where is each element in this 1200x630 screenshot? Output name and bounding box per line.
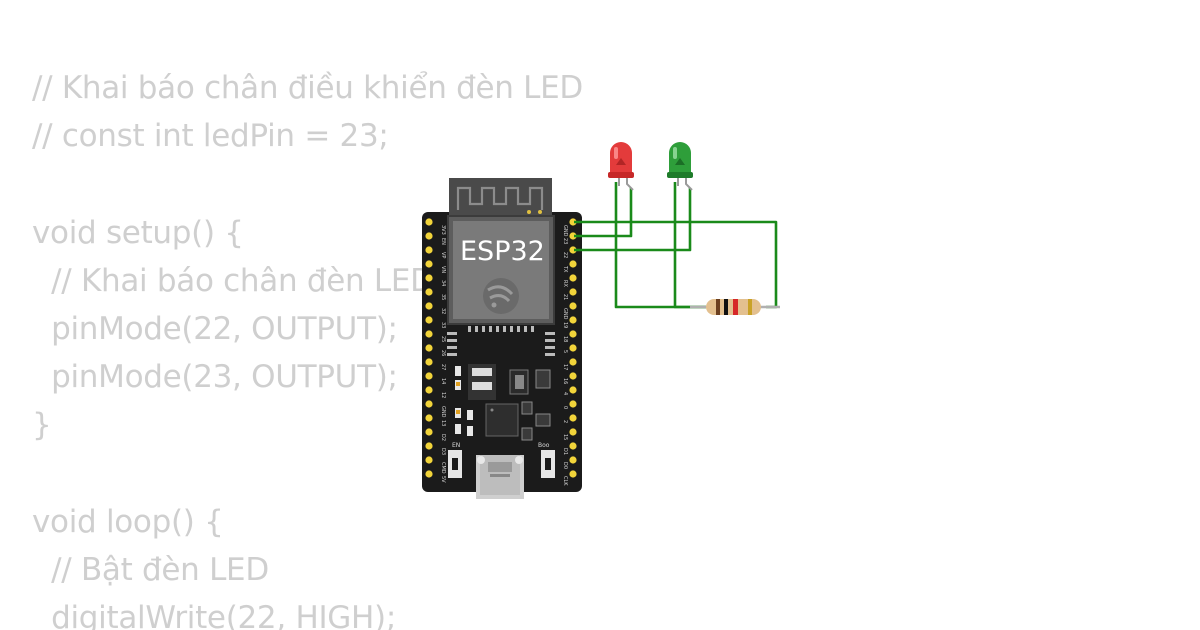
svg-text:D0: D0 bbox=[562, 462, 568, 469]
red-led-icon[interactable] bbox=[608, 142, 634, 191]
svg-text:4: 4 bbox=[562, 392, 568, 395]
code-line-4: void setup() { bbox=[32, 214, 244, 251]
svg-text:GND: GND bbox=[562, 225, 568, 237]
code-line-6: pinMode(22, OUTPUT); bbox=[32, 310, 398, 347]
svg-text:17: 17 bbox=[562, 364, 568, 370]
svg-text:34: 34 bbox=[440, 280, 446, 286]
svg-text:32: 32 bbox=[440, 308, 446, 314]
svg-text:D2: D2 bbox=[440, 434, 446, 441]
svg-text:25: 25 bbox=[440, 336, 446, 342]
svg-text:TX: TX bbox=[562, 265, 568, 273]
resistor-icon[interactable] bbox=[690, 299, 780, 315]
svg-text:D1: D1 bbox=[562, 448, 568, 455]
svg-text:18: 18 bbox=[562, 336, 568, 342]
svg-text:0: 0 bbox=[562, 406, 568, 409]
code-line-10: void loop() { bbox=[32, 503, 224, 540]
svg-text:12: 12 bbox=[440, 392, 446, 398]
svg-text:GND: GND bbox=[562, 308, 568, 320]
svg-text:GND: GND bbox=[440, 406, 446, 418]
code-line-8: } bbox=[32, 407, 52, 444]
code-line-1: // Khai báo chân điều khiển đèn LED bbox=[32, 70, 583, 106]
svg-text:D3: D3 bbox=[440, 448, 446, 455]
code-background: // Khai báo chân điều khiển đèn LED // co… bbox=[32, 64, 583, 630]
svg-text:14: 14 bbox=[440, 378, 446, 384]
wires[interactable] bbox=[574, 182, 778, 309]
boot-button[interactable] bbox=[541, 450, 555, 478]
svg-text:13: 13 bbox=[440, 420, 446, 426]
code-line-2: // const int ledPin = 23; bbox=[32, 118, 389, 155]
esp32-board[interactable]: ESP32 bbox=[422, 178, 582, 499]
svg-text:19: 19 bbox=[562, 322, 568, 328]
green-led-icon[interactable] bbox=[667, 142, 693, 191]
svg-text:26: 26 bbox=[440, 350, 446, 356]
svg-text:EN: EN bbox=[440, 238, 446, 245]
svg-text:16: 16 bbox=[562, 378, 568, 384]
svg-text:RX: RX bbox=[562, 280, 568, 287]
svg-text:3V3: 3V3 bbox=[440, 225, 446, 235]
en-label: EN bbox=[452, 442, 460, 449]
circuit-diagram: ESP32 bbox=[422, 142, 780, 499]
svg-text:22: 22 bbox=[562, 252, 568, 258]
svg-text:CMD: CMD bbox=[440, 462, 446, 474]
code-line-11: // Bật đèn LED bbox=[32, 551, 269, 588]
svg-text:33: 33 bbox=[440, 322, 446, 328]
wire-led-red-cathode bbox=[614, 182, 706, 309]
wire-pin23 bbox=[574, 188, 633, 238]
svg-text:5V: 5V bbox=[440, 476, 446, 483]
espressif-logo-icon bbox=[483, 278, 519, 314]
svg-text:VN: VN bbox=[440, 266, 446, 273]
svg-text:23: 23 bbox=[562, 238, 568, 244]
svg-text:15: 15 bbox=[562, 434, 568, 440]
svg-text:35: 35 bbox=[440, 294, 446, 300]
boot-label: Boo bbox=[538, 442, 550, 449]
svg-text:27: 27 bbox=[440, 364, 446, 370]
en-button[interactable] bbox=[448, 450, 462, 478]
board-label: ESP32 bbox=[460, 236, 545, 267]
code-line-12: digitalWrite(22, HIGH); bbox=[32, 600, 396, 630]
svg-text:2: 2 bbox=[562, 420, 568, 423]
code-line-7: pinMode(23, OUTPUT); bbox=[32, 359, 398, 396]
svg-text:VP: VP bbox=[440, 252, 446, 258]
code-line-5: // Khai báo chân đèn LED bbox=[32, 262, 434, 299]
svg-text:CLK: CLK bbox=[562, 476, 568, 486]
usb-connector-icon bbox=[476, 455, 524, 499]
svg-text:21: 21 bbox=[562, 294, 568, 300]
wire-pin22 bbox=[574, 188, 692, 252]
svg-text:5: 5 bbox=[562, 350, 568, 353]
